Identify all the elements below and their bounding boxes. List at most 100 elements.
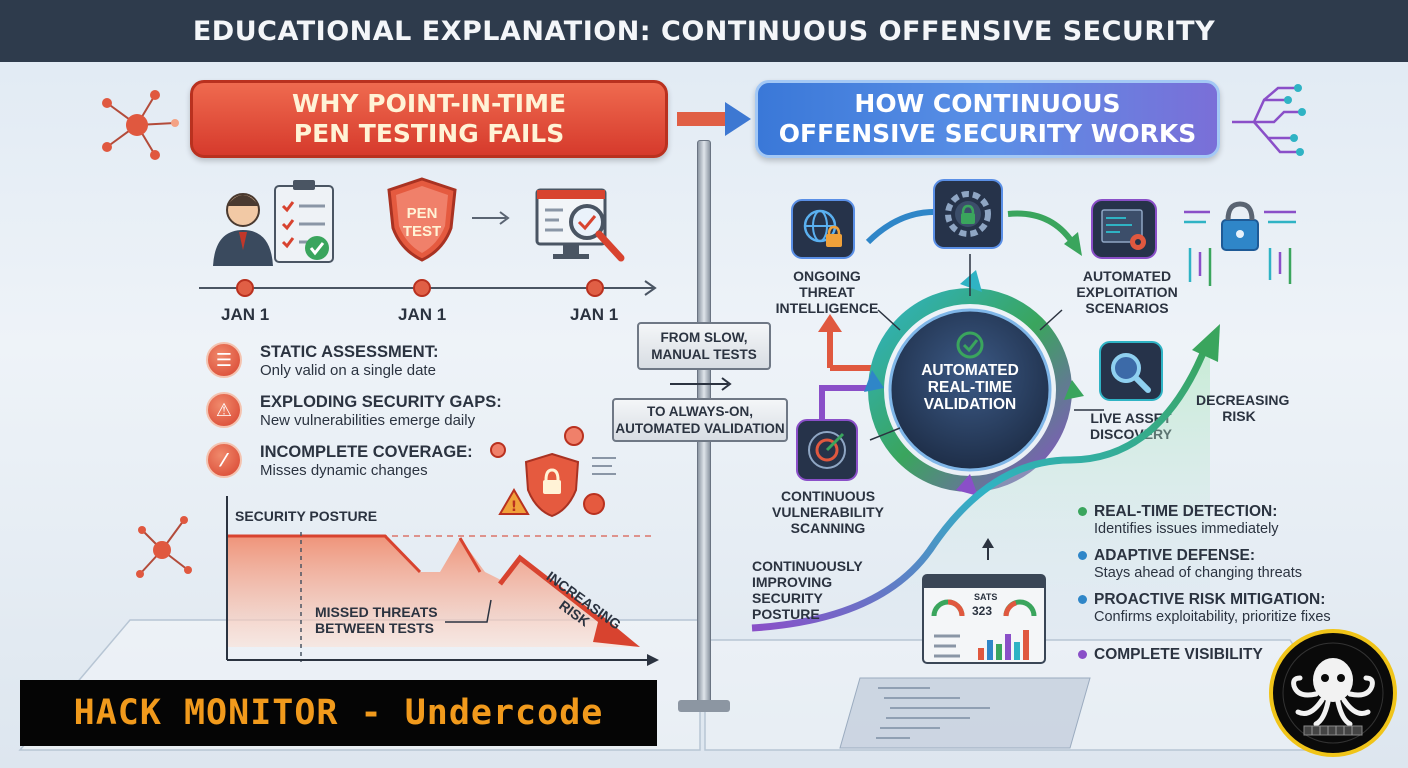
- timeline-date-3: JAN 1: [570, 305, 619, 324]
- lock-data-stream-icon: [1184, 201, 1296, 286]
- vuln-scanning-line-3: SCANNING: [790, 520, 866, 536]
- pen-test-shield-icon: PEN TEST: [387, 177, 457, 262]
- posture-improve-graph: [751, 324, 1220, 632]
- issue-desc-2: New vulnerabilities emerge daily: [260, 412, 476, 429]
- center-line-2: REAL-TIME: [927, 379, 1013, 396]
- code-panel-decoration: [839, 677, 1091, 749]
- monitor-scan-icon: [535, 188, 625, 262]
- shield-text-1: PEN: [407, 205, 438, 222]
- globe-lock-icon: [791, 199, 855, 259]
- vuln-scanning-label: CONTINUOUS VULNERABILITY SCANNING: [766, 488, 890, 536]
- exploitation-line-1: AUTOMATED: [1082, 268, 1172, 284]
- dashboard-stats-value: 323: [972, 604, 993, 618]
- improving-line-2: IMPROVING: [752, 574, 833, 590]
- sign-top-line-1: FROM SLOW,: [660, 330, 748, 345]
- vuln-scanning-line-2: VULNERABILITY: [772, 504, 884, 520]
- benefit-title-3: PROACTIVE RISK MITIGATION:: [1094, 591, 1326, 608]
- threat-intel-line-1: ONGOING: [793, 268, 861, 284]
- threat-intel-line-2: THREAT: [799, 284, 855, 300]
- asset-discovery-line-1: LIVE ASSET: [1090, 410, 1172, 426]
- sign-arrow-icon: [670, 377, 732, 391]
- timeline-axis: [199, 279, 657, 297]
- right-banner: HOW CONTINUOUS OFFENSIVE SECURITY WORKS: [755, 80, 1220, 158]
- issue-title-1: STATIC ASSESSMENT:: [260, 343, 439, 361]
- broken-shield-icon: ⁄: [206, 442, 242, 478]
- sign-bottom-line-1: TO ALWAYS-ON,: [646, 404, 754, 419]
- exploitation-line-3: SCENARIOS: [1085, 300, 1169, 316]
- benefit-title-2: ADAPTIVE DEFENSE:: [1094, 547, 1256, 564]
- sign-to-automated: TO ALWAYS-ON, AUTOMATED VALIDATION: [612, 398, 788, 442]
- center-line-3: VALIDATION: [923, 396, 1017, 413]
- left-banner-line-2: PEN TESTING FAILS: [293, 119, 565, 148]
- sign-top-line-2: MANUAL TESTS: [651, 347, 757, 362]
- page-title: EDUCATIONAL EXPLANATION: CONTINUOUS OFFE…: [192, 15, 1216, 47]
- benefit-desc-3: Confirms exploitability, prioritize fixe…: [1094, 609, 1331, 625]
- dashboard-widgets: [931, 599, 1037, 660]
- issue-title-2: EXPLODING SECURITY GAPS:: [260, 393, 502, 411]
- banner-arrow-icon: [677, 102, 751, 136]
- missed-threats-line-1: MISSED THREATS: [315, 604, 438, 620]
- dashboard-stats-label: SATS: [974, 592, 998, 602]
- gear-lock-icon: [933, 179, 1003, 249]
- issue-desc-3: Misses dynamic changes: [260, 462, 428, 479]
- bullet-dot-icon: [1078, 595, 1087, 604]
- missed-threats-label: MISSED THREATS BETWEEN TESTS: [315, 604, 438, 636]
- benefit-item-1: REAL-TIME DETECTION: Identifies issues i…: [1078, 503, 1279, 537]
- improving-line-4: POSTURE: [752, 606, 820, 622]
- arrow-right-icon: [472, 211, 510, 225]
- svg-text:!: !: [511, 499, 517, 515]
- center-line-1: AUTOMATED: [921, 362, 1019, 379]
- octopus-logo-icon: [1269, 629, 1397, 757]
- posture-label: SECURITY POSTURE: [235, 508, 378, 524]
- decreasing-risk-label: DECREASING RISK: [1196, 392, 1290, 424]
- timeline-date-1: JAN 1: [221, 305, 270, 324]
- exploitation-line-2: EXPLOITATION: [1076, 284, 1178, 300]
- left-banner: WHY POINT-IN-TIME PEN TESTING FAILS: [190, 80, 668, 158]
- decreasing-risk-line-2: RISK: [1222, 408, 1256, 424]
- threat-cluster-icon: !: [490, 426, 616, 518]
- benefit-item-2: ADAPTIVE DEFENSE: Stays ahead of changin…: [1078, 547, 1302, 581]
- continuous-cycle-diagram: [818, 200, 1104, 496]
- right-banner-line-2: OFFENSIVE SECURITY WORKS: [778, 119, 1197, 148]
- benefit-desc-1: Identifies issues immediately: [1094, 521, 1279, 537]
- watermark-text: HACK MONITOR - Undercode: [73, 693, 604, 733]
- threat-intel-line-3: INTELLIGENCE: [775, 300, 879, 316]
- signpost-base: [678, 700, 730, 712]
- auditor-icon: [213, 180, 334, 266]
- posture-decline-graph: [226, 496, 659, 666]
- sign-from-manual: FROM SLOW, MANUAL TESTS: [637, 322, 771, 370]
- warning-icon: ⚠: [206, 392, 242, 428]
- benefit-item-3: PROACTIVE RISK MITIGATION: Confirms expl…: [1078, 591, 1331, 625]
- code-window-gear-icon: [1091, 199, 1157, 259]
- vuln-scanning-line-1: CONTINUOUS: [780, 488, 876, 504]
- benefit-title-4: COMPLETE VISIBILITY: [1094, 646, 1263, 663]
- improving-line-1: CONTINUOUSLY: [752, 558, 863, 574]
- watermark-banner: HACK MONITOR - Undercode: [20, 680, 657, 746]
- timeline-date-2: JAN 1: [398, 305, 447, 324]
- center-validation-label: AUTOMATED REAL-TIME VALIDATION: [910, 362, 1030, 413]
- left-banner-line-1: WHY POINT-IN-TIME: [291, 89, 567, 118]
- dashboard-titlebar: [924, 576, 1044, 588]
- sign-bottom-line-2: AUTOMATED VALIDATION: [615, 421, 785, 436]
- network-node-icon: [102, 90, 179, 160]
- radar-scan-icon: [796, 419, 858, 481]
- threat-intel-label: ONGOING THREAT INTELLIGENCE: [772, 268, 882, 316]
- shield-text-2: TEST: [403, 223, 441, 240]
- decreasing-risk-line-1: DECREASING: [1196, 392, 1290, 408]
- bullet-dot-icon: [1078, 507, 1087, 516]
- page-header: EDUCATIONAL EXPLANATION: CONTINUOUS OFFE…: [0, 0, 1408, 62]
- missed-threats-line-2: BETWEEN TESTS: [315, 620, 435, 636]
- benefit-desc-2: Stays ahead of changing threats: [1094, 565, 1302, 581]
- magnifier-icon: [1099, 341, 1163, 401]
- bullet-dot-icon: [1078, 551, 1087, 560]
- network-node-icon-small: [136, 516, 192, 578]
- improving-line-3: SECURITY: [752, 590, 823, 606]
- bullet-dot-icon: [1078, 650, 1087, 659]
- dashboard-panel: SATS 323: [922, 574, 1046, 664]
- right-banner-line-1: HOW CONTINUOUS: [854, 89, 1121, 118]
- circuit-icon: [1232, 84, 1306, 156]
- exploitation-label: AUTOMATED EXPLOITATION SCENARIOS: [1062, 268, 1192, 316]
- clipboard-icon: ☰: [206, 342, 242, 378]
- issue-desc-1: Only valid on a single date: [260, 362, 436, 379]
- benefit-item-4: COMPLETE VISIBILITY: [1078, 646, 1263, 664]
